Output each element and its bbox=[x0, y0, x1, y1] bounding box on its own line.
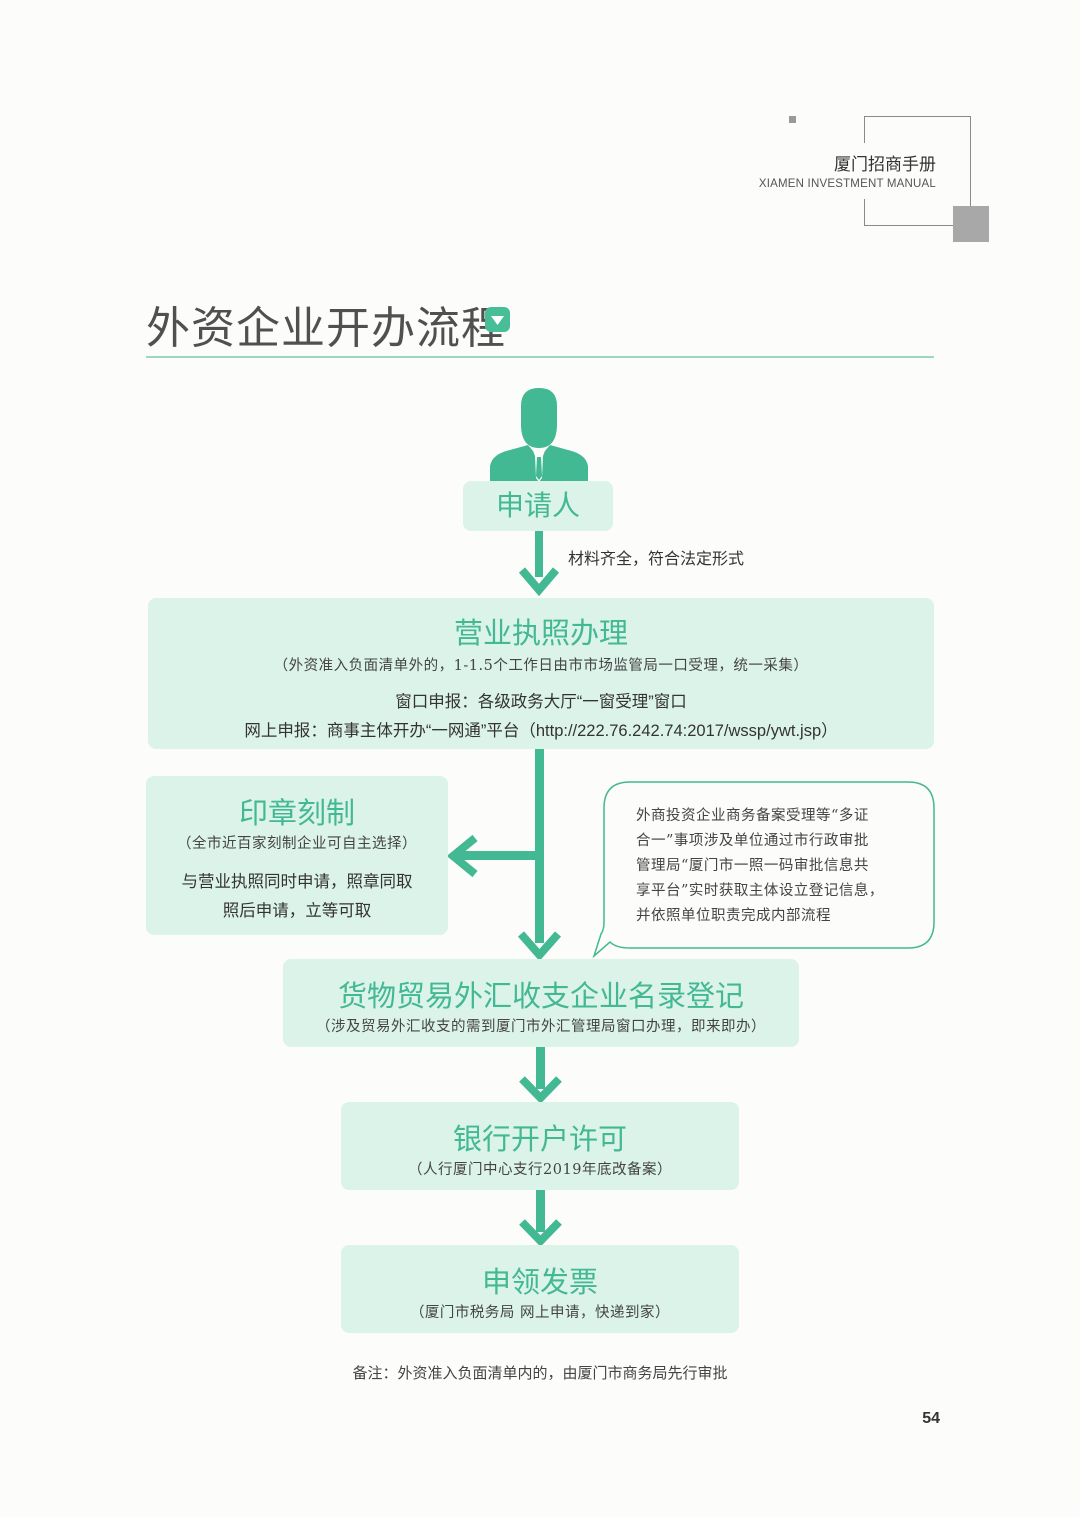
invoice-title: 申领发票 bbox=[481, 1267, 598, 1299]
header-dot bbox=[789, 116, 796, 123]
business-license-line2: 网上申报：商事主体开办“一网通”平台（http://222.76.242.74:… bbox=[244, 722, 838, 740]
bank-note: （人行厦门中心支行2019年底改备案） bbox=[408, 1162, 672, 1178]
forex-box: 货物贸易外汇收支企业名录登记 （涉及贸易外汇收支的需到厦门市外汇管理局窗口办理，… bbox=[283, 959, 799, 1047]
business-license-note: （外资准入负面清单外的，1-1.5个工作日由市市场监管局一口受理，统一采集） bbox=[273, 658, 809, 674]
header-title-cn: 厦门招商手册 bbox=[834, 155, 936, 174]
bubble-line: 管理局“厦门市一照一码审批信息共 bbox=[636, 858, 869, 874]
bubble-line: 享平台”实时获取主体设立登记信息， bbox=[636, 883, 884, 899]
seal-line2: 照后申请，立等可取 bbox=[222, 902, 372, 920]
arrow-2-line bbox=[536, 1047, 545, 1089]
arrow-1-head bbox=[518, 567, 560, 596]
header-square bbox=[953, 206, 989, 242]
bank-title: 银行开户许可 bbox=[452, 1124, 627, 1156]
bubble-line: 并依照单位职责完成内部流程 bbox=[636, 908, 831, 924]
footnote: 备注：外资准入负面清单内的，由厦门市商务局先行审批 bbox=[352, 1364, 728, 1382]
header-title-en: XIAMEN INVESTMENT MANUAL bbox=[758, 178, 936, 190]
business-license-title: 营业执照办理 bbox=[453, 618, 628, 650]
business-license-box: 营业执照办理 （外资准入负面清单外的，1-1.5个工作日由市市场监管局一口受理，… bbox=[148, 598, 934, 749]
bubble-line: 外商投资企业商务备案受理等“多证 bbox=[636, 808, 869, 824]
business-license-line1: 窗口申报：各级政务大厅“一窗受理”窗口 bbox=[395, 693, 687, 711]
applicant-box: 申请人 bbox=[463, 481, 613, 531]
branch-arrow-line bbox=[455, 851, 537, 860]
bank-box: 银行开户许可 （人行厦门中心支行2019年底改备案） bbox=[341, 1102, 739, 1190]
forex-note: （涉及贸易外汇收支的需到厦门市外汇管理局窗口办理，即来即办） bbox=[316, 1019, 766, 1035]
arrow-3-line bbox=[536, 1190, 545, 1232]
trunk-arrow-head bbox=[517, 931, 562, 960]
triangle-down-icon bbox=[485, 307, 510, 332]
arrow-1-note: 材料齐全，符合法定形式 bbox=[568, 551, 745, 568]
bubble-text: 外商投资企业商务备案受理等“多证 合一”事项涉及单位通过市行政审批 管理局“厦门… bbox=[636, 804, 916, 929]
seal-box: 印章刻制 （全市近百家刻制企业可自主选择） 与营业执照同时申请，照章同取 照后申… bbox=[146, 776, 448, 935]
speech-bubble bbox=[592, 781, 935, 959]
invoice-box: 申领发票 （厦门市税务局 网上申请，快递到家） bbox=[341, 1245, 739, 1333]
arrow-2-head bbox=[519, 1076, 562, 1103]
arrow-3-head bbox=[519, 1219, 562, 1246]
page-number: 54 bbox=[922, 1410, 940, 1427]
page-title: 外资企业开办流程 bbox=[146, 304, 506, 353]
branch-arrow-head bbox=[446, 834, 478, 878]
bubble-line: 合一”事项涉及单位通过市行政审批 bbox=[636, 833, 869, 849]
forex-title: 货物贸易外汇收支企业名录登记 bbox=[337, 981, 744, 1013]
header-frame bbox=[864, 116, 971, 226]
invoice-note: （厦门市税务局 网上申请，快递到家） bbox=[409, 1305, 671, 1321]
seal-title: 印章刻制 bbox=[238, 798, 355, 830]
arrow-1-line bbox=[535, 531, 543, 577]
applicant-label: 申请人 bbox=[495, 490, 580, 521]
seal-note: （全市近百家刻制企业可自主选择） bbox=[177, 836, 417, 852]
person-icon bbox=[490, 388, 588, 482]
trunk-arrow-line bbox=[535, 749, 544, 943]
title-rule bbox=[146, 356, 934, 358]
seal-line1: 与营业执照同时申请，照章同取 bbox=[181, 873, 413, 891]
